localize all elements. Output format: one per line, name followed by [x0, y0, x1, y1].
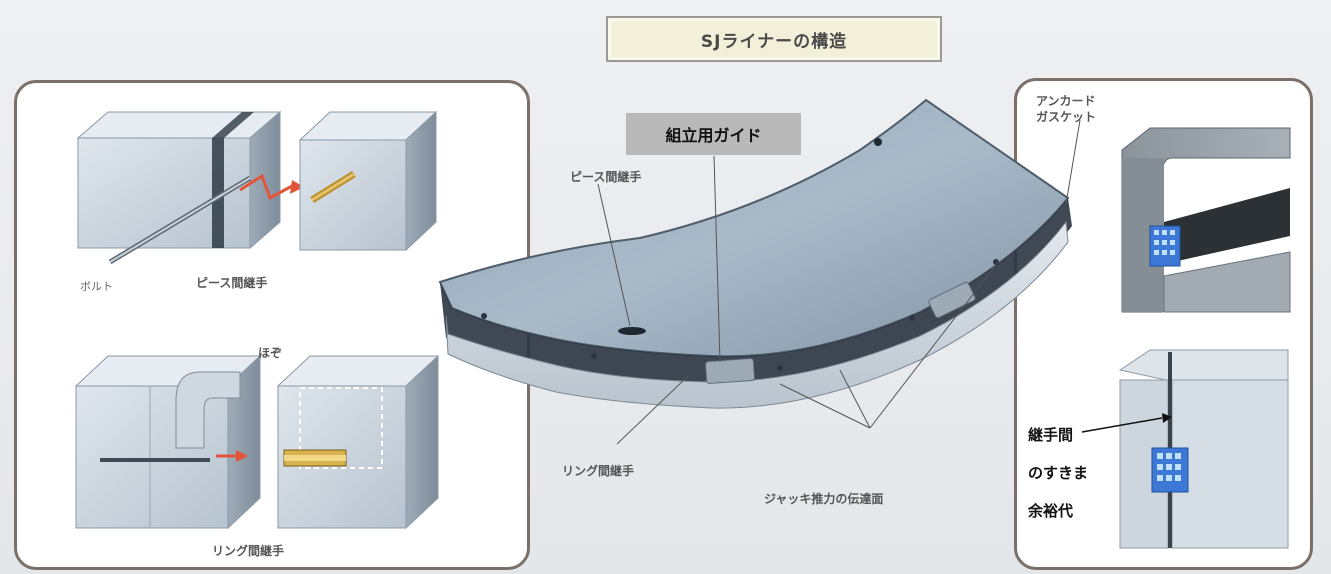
ring-joint-illustration	[74, 354, 440, 530]
ring-joint-label-center: リング間継手	[562, 464, 635, 478]
joint-gap-label-2: のすきま	[1028, 464, 1089, 482]
tenon-label: ほぞ	[258, 346, 283, 360]
ring-joint-label-left: リング間継手	[212, 544, 285, 558]
anchored-gasket-label-1: アンカード	[1036, 94, 1096, 108]
assembly-guide-label: 組立用ガイド	[626, 113, 801, 155]
anchored-gasket-label-2: ガスケット	[1036, 110, 1097, 124]
joint-gap-illustration	[1081, 349, 1289, 549]
page-title: SJライナーの構造	[606, 16, 942, 62]
jack-thrust-face-label: ジャッキ推力の伝達面	[764, 492, 884, 506]
piece-joint-illustration	[76, 110, 438, 265]
piece-joint-label-center: ピース間継手	[570, 170, 642, 184]
leader-lines	[597, 119, 1081, 445]
bolt-label: ボルト	[80, 280, 113, 293]
segment-plate	[438, 98, 1072, 409]
joint-gap-label-3: 余裕代	[1028, 502, 1074, 520]
joint-gap-label-1: 継手間	[1028, 426, 1074, 444]
anchored-gasket-illustration	[1121, 127, 1291, 313]
piece-joint-label-left: ピース間継手	[196, 276, 268, 290]
